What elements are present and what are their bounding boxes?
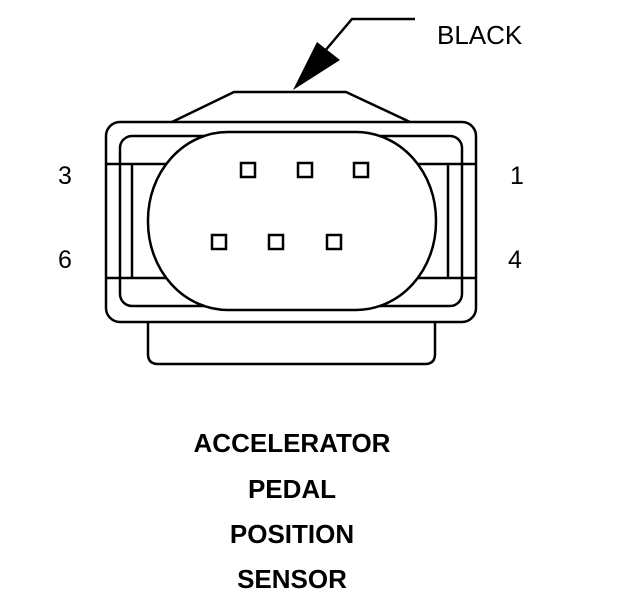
pin-cavity (352, 161, 370, 179)
pin-cavity (239, 161, 257, 179)
pin-label-1: 1 (510, 162, 524, 190)
title-line: POSITION (230, 519, 354, 549)
leader-arrowhead (293, 42, 340, 90)
title-line: ACCELERATOR (194, 428, 391, 458)
title-line: SENSOR (237, 564, 347, 594)
pin-cavity (210, 233, 228, 251)
connector-body (104, 90, 478, 366)
connector-pin-face (146, 130, 438, 312)
pin-cavity (267, 233, 285, 251)
pin-cavity (325, 233, 343, 251)
connector-latch (171, 90, 411, 124)
pin-label-6: 6 (58, 246, 72, 274)
pin-cavities (210, 161, 370, 251)
connector-outer-housing (104, 120, 478, 324)
title-line: PEDAL (248, 474, 336, 504)
color-leader-arrow (293, 17, 415, 90)
component-title: ACCELERATOR PEDAL POSITION SENSOR (194, 428, 391, 594)
pin-cavity (296, 161, 314, 179)
leader-line (323, 17, 415, 53)
connector-bottom-tab (146, 322, 437, 366)
pin-label-3: 3 (58, 162, 72, 190)
color-label: BLACK (437, 20, 523, 50)
pin-label-4: 4 (508, 246, 522, 274)
